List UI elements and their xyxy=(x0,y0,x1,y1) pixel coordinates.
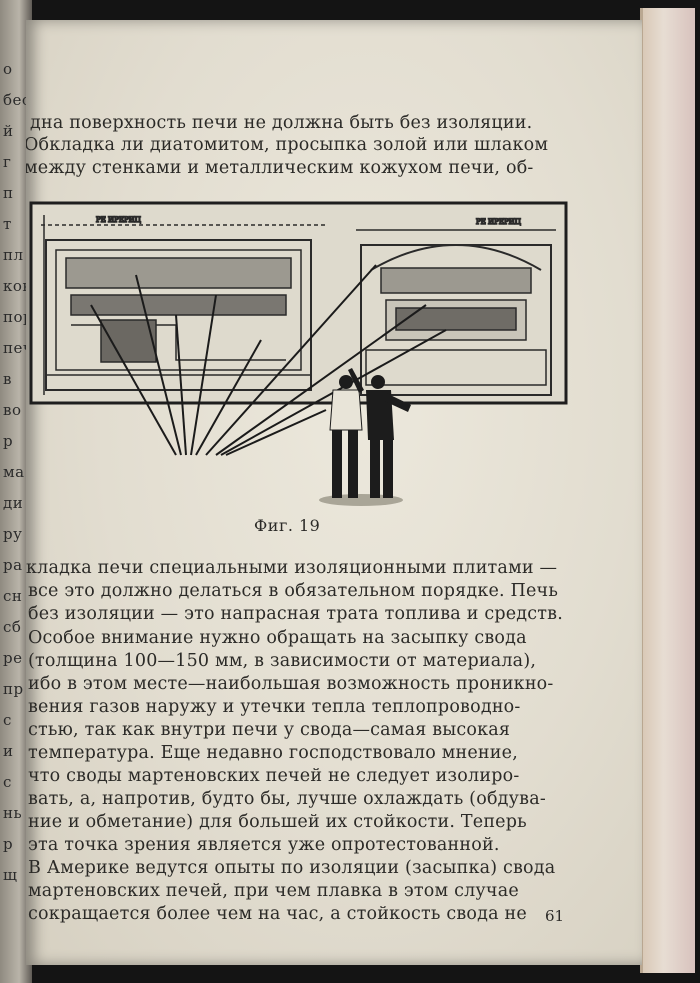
facing-page-text-fragment: щ xyxy=(3,866,18,884)
text-line: ние и обметание) для большей их стойкост… xyxy=(28,812,527,832)
pointer-lines xyxy=(90,264,447,456)
figure-caption: Фиг. 19 xyxy=(254,516,321,535)
facing-page-text-fragment: пор xyxy=(3,308,32,326)
text-line: В Америке ведутся опыты по изоляции (зас… xyxy=(28,858,556,878)
facing-page-text-fragment: нь xyxy=(3,804,23,822)
facing-page-text-fragment: в xyxy=(3,370,12,388)
facing-page-text-fragment: пл xyxy=(3,246,24,264)
furnace-cross-section-left xyxy=(41,215,326,395)
facing-page-text-fragment: во xyxy=(3,401,22,419)
book-page-edges xyxy=(640,8,695,973)
facing-page-text-fragment: сб xyxy=(3,618,22,636)
facing-page-text-fragment: с xyxy=(3,711,12,729)
facing-page-text-fragment: т xyxy=(3,215,12,233)
book-page: дна поверхность печи не должна быть без … xyxy=(26,20,642,965)
text-line: Обкладка ли диатомитом, просыпка золой и… xyxy=(26,135,549,155)
facing-page-text-fragment: и xyxy=(3,742,14,760)
facing-page-text-fragment: с xyxy=(3,773,12,791)
furnace-illustration: РЕ ИРЕРИЦ РЕ ИРЕРИЦ xyxy=(29,201,568,506)
text-line: все это должно делаться в обязательном п… xyxy=(28,581,559,601)
facing-page-text-fragment: сн xyxy=(3,587,23,605)
text-line: эта точка зрения является уже опротестов… xyxy=(28,835,500,855)
page-number: 61 xyxy=(545,907,565,925)
text-line: вать, а, напротив, будто бы, лучше охлаж… xyxy=(28,789,546,809)
text-line: ибо в этом месте—наибольшая возможность … xyxy=(28,674,554,694)
facing-page-text-fragment: ру xyxy=(3,525,23,543)
text-line: без изоляции — это напрасная трата топли… xyxy=(28,604,563,624)
drawing-label: РЕ ИРЕРИЦ xyxy=(476,218,521,226)
facing-page-text-fragment: о xyxy=(3,60,13,78)
facing-page-text-fragment: печи xyxy=(3,339,32,357)
text-line: между стенками и металлическим кожухом п… xyxy=(26,158,534,178)
facing-page-text-fragment: р xyxy=(3,432,14,450)
text-line: сокращается более чем на час, а стойкост… xyxy=(28,904,527,924)
facing-page-text-fragment: г xyxy=(3,153,12,171)
text-line: что своды мартеновских печей не следует … xyxy=(28,766,520,786)
text-line: температура. Еще недавно господствовало … xyxy=(28,743,518,763)
text-line: стью, так как внутри печи у свода—самая … xyxy=(28,720,511,740)
furnace-cross-section-right: РЕ ИРЕРИЦ РЕ ИРЕРИЦ xyxy=(95,215,556,396)
facing-page-text-fragment: ма xyxy=(3,463,25,481)
facing-page-text-fragment: р xyxy=(3,835,14,853)
text-line: дна поверхность печи не должна быть без … xyxy=(30,113,533,133)
text-line: кладка печи специальными изоляционными п… xyxy=(26,558,558,578)
facing-page-text-fragment: ра xyxy=(3,556,23,574)
text-line: вения газов наружу и утечки тепла теплоп… xyxy=(28,697,521,717)
text-line: (толщина 100—150 мм, в зависимости от ма… xyxy=(28,651,537,671)
facing-page-text-fragment: ре xyxy=(3,649,23,667)
facing-page-text-fragment: ков xyxy=(3,277,32,295)
two-men-figures xyxy=(319,368,411,506)
text-line: Особое внимание нужно обращать на засыпк… xyxy=(28,628,527,648)
facing-page-text-fragment: ди xyxy=(3,494,24,512)
text-line: мартеновских печей, при чем плавка в это… xyxy=(28,881,519,901)
facing-page-text-fragment: й xyxy=(3,122,14,140)
facing-page-text-fragment: п xyxy=(3,184,14,202)
facing-page-text-fragment: пр xyxy=(3,680,24,698)
facing-page-text-fragment: бестк xyxy=(3,91,32,109)
drawing-label: РЕ ИРЕРИЦ xyxy=(96,216,141,224)
